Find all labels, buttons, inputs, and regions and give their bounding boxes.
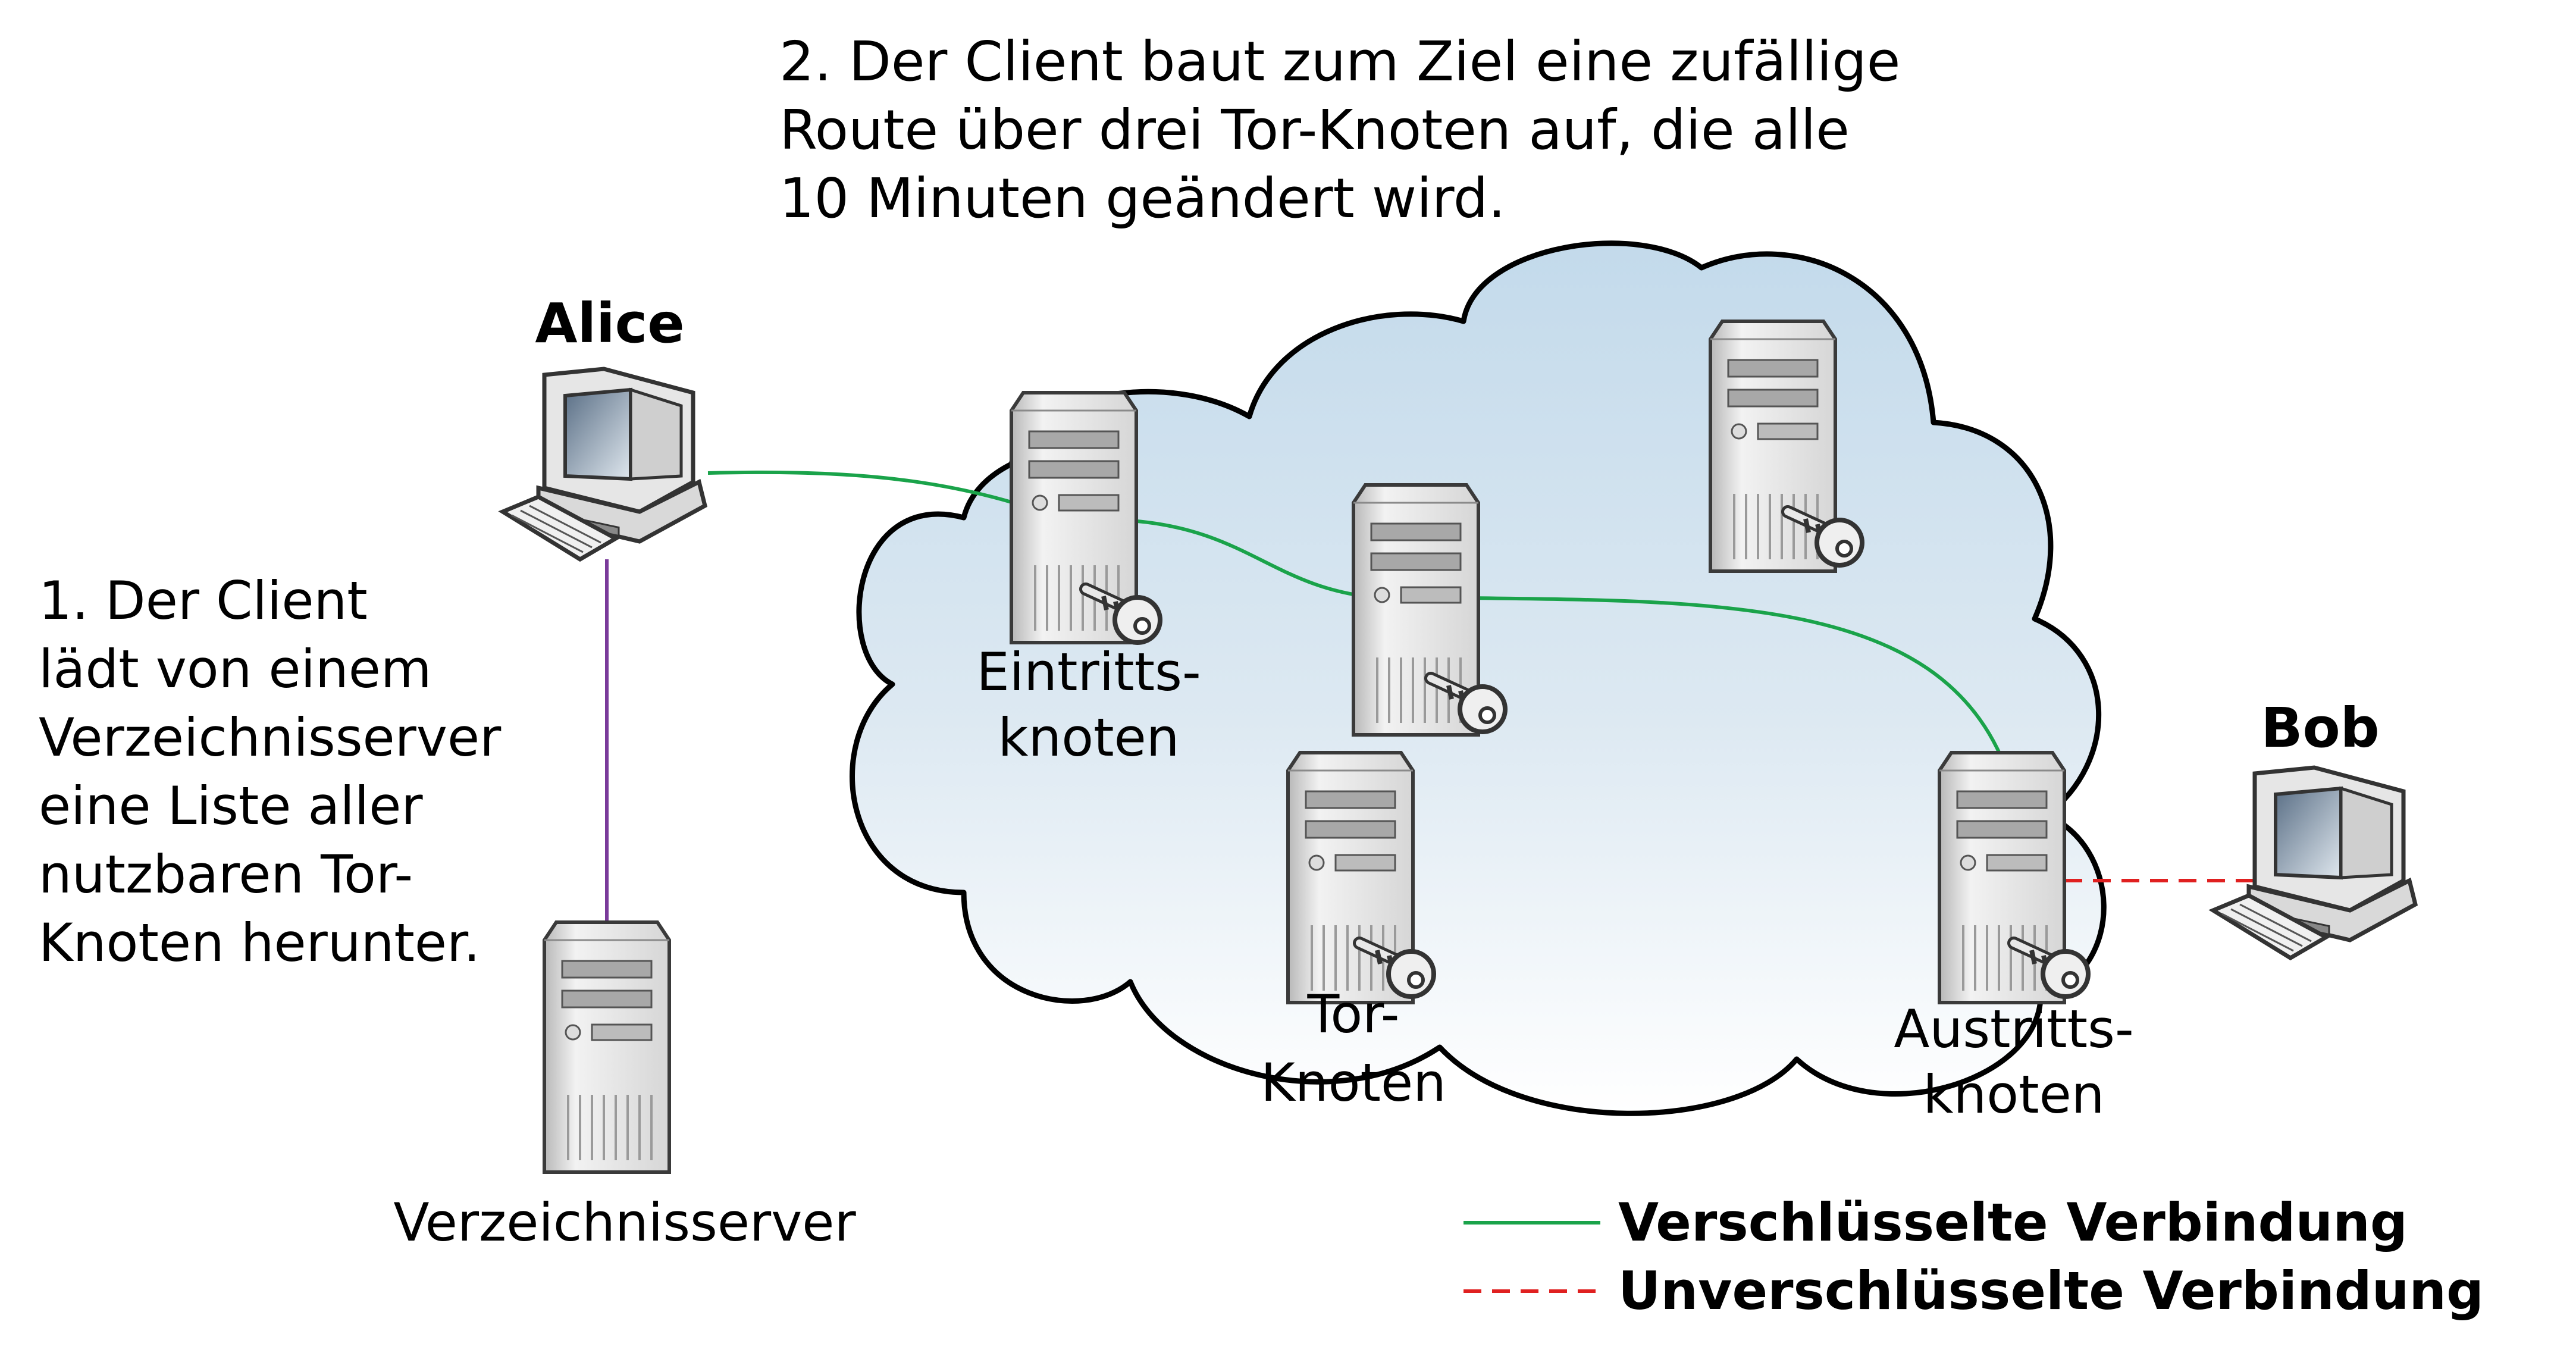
entry-node-label: Eintritts- knoten — [976, 641, 1201, 768]
bob-label: Bob — [2261, 696, 2379, 760]
legend-unencrypted-label: Unverschlüsselte Verbindung — [1618, 1260, 2484, 1321]
exit-node-label-line-2: knoten — [1923, 1064, 2105, 1125]
exit-node-label: Austritts- knoten — [1894, 998, 2134, 1125]
encrypted-link-alice-entry — [707, 470, 1024, 508]
legend-encrypted-label: Verschlüsselte Verbindung — [1618, 1192, 2408, 1253]
step2-description: 2. Der Client baut zum Ziel eine zufälli… — [779, 30, 1900, 230]
directory-server-label: Verzeichnisserver — [393, 1192, 856, 1253]
step2-line-1: 2. Der Client baut zum Ziel eine zufälli… — [779, 30, 1900, 93]
step1-line-6: Knoten herunter. — [39, 912, 480, 973]
tor-node-label-line-1: Tor- — [1307, 984, 1400, 1045]
entry-node-label-line-2: knoten — [998, 707, 1180, 768]
legend: Verschlüsselte Verbindung Unverschlüssel… — [1464, 1192, 2484, 1321]
alice-computer-icon — [503, 369, 705, 559]
step1-line-2: lädt von einem — [39, 638, 432, 700]
step1-description: 1. Der Client lädt von einem Verzeichnis… — [39, 570, 502, 973]
tor-node-label: Tor- Knoten — [1261, 984, 1446, 1113]
encrypted-link-middle-exit — [1469, 596, 2004, 760]
step2-line-2: Route über drei Tor-Knoten auf, die alle — [779, 98, 1850, 162]
bob-computer-icon — [2213, 768, 2415, 958]
step1-line-1: 1. Der Client — [39, 570, 368, 631]
exit-node-label-line-1: Austritts- — [1894, 998, 2134, 1060]
alice-label: Alice — [535, 292, 684, 355]
step1-line-4: eine Liste aller — [39, 775, 423, 837]
encrypted-link-entry-middle — [1130, 519, 1381, 600]
directory-server-icon — [544, 922, 669, 1172]
step1-line-5: nutzbaren Tor- — [39, 844, 413, 905]
tor-node-label-line-2: Knoten — [1261, 1052, 1446, 1113]
step2-line-3: 10 Minuten geändert wird. — [779, 167, 1506, 230]
step1-line-3: Verzeichnisserver — [39, 707, 502, 768]
entry-node-label-line-1: Eintritts- — [976, 641, 1201, 703]
